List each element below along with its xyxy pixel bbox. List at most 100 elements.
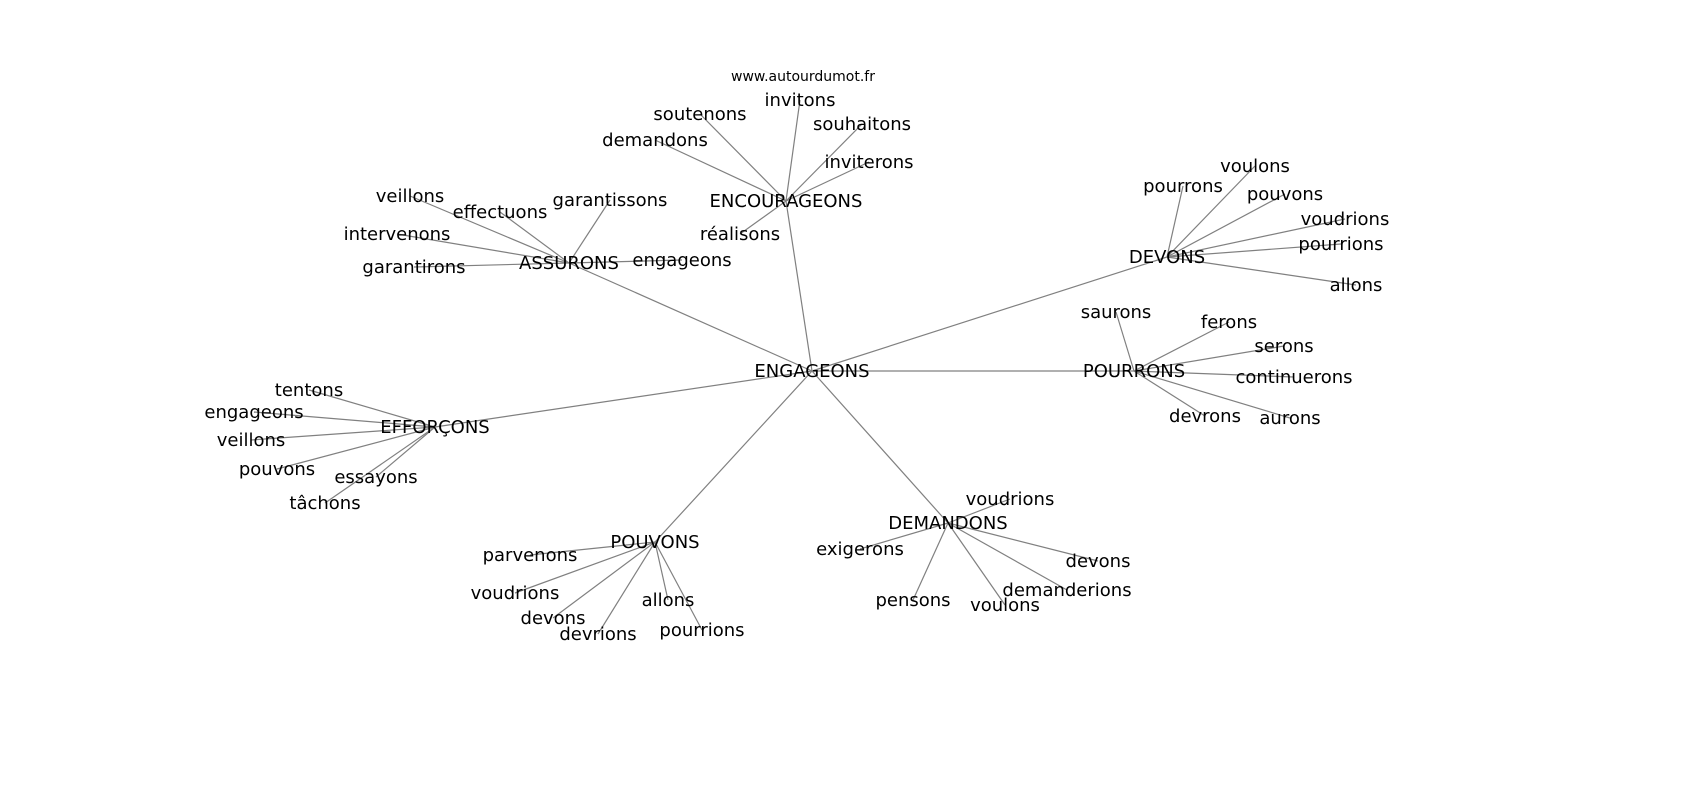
edge-hub-leaf: [785, 161, 870, 202]
leaf-node[interactable]: demanderions: [1002, 580, 1131, 601]
edge-hub-leaf: [654, 541, 669, 601]
hub-node[interactable]: DEVONS: [1129, 247, 1205, 268]
leaf-node[interactable]: devons: [1066, 551, 1131, 572]
leaf-node[interactable]: soutenons: [653, 104, 746, 125]
hub-node[interactable]: POURRONS: [1083, 361, 1185, 382]
edge-hub-leaf: [1166, 218, 1346, 258]
edge-center-hub: [568, 262, 813, 372]
edge-center-hub: [811, 256, 1168, 372]
edge-hub-leaf: [413, 262, 570, 268]
edge-center-hub: [811, 370, 949, 524]
leaf-node[interactable]: voudrions: [966, 489, 1055, 510]
edge-hub-leaf: [859, 522, 949, 550]
leaf-node[interactable]: garantirons: [362, 257, 465, 278]
leaf-node[interactable]: pensons: [875, 590, 950, 611]
edge-hub-leaf: [552, 541, 656, 619]
edge-hub-leaf: [276, 426, 436, 470]
edge-hub-leaf: [253, 411, 436, 428]
edge-hub-leaf: [785, 123, 863, 202]
edge-hub-leaf: [597, 541, 656, 635]
leaf-node[interactable]: serons: [1254, 336, 1313, 357]
leaf-node[interactable]: allons: [642, 590, 695, 611]
edge-hub-leaf: [1166, 165, 1256, 258]
leaf-node[interactable]: continuerons: [1235, 367, 1352, 388]
edge-hub-leaf: [1133, 345, 1285, 372]
edge-hub-leaf: [947, 522, 1006, 606]
edge-hub-leaf: [1115, 311, 1135, 372]
leaf-node[interactable]: veillons: [217, 430, 286, 451]
leaf-node[interactable]: engageons: [632, 250, 731, 271]
leaf-node[interactable]: tâchons: [289, 493, 360, 514]
edge-center-hub: [434, 370, 813, 428]
leaf-node[interactable]: devons: [521, 608, 586, 629]
edge-hub-leaf: [947, 498, 1011, 524]
leaf-node[interactable]: voudrions: [1301, 209, 1390, 230]
leaf-node[interactable]: intervenons: [344, 224, 451, 245]
edge-hub-leaf: [514, 541, 656, 594]
leaf-node[interactable]: pouvons: [239, 459, 315, 480]
leaf-node[interactable]: pourrons: [1143, 176, 1223, 197]
edge-hub-leaf: [947, 522, 1099, 562]
hub-node[interactable]: DEMANDONS: [888, 513, 1007, 534]
edge-hub-leaf: [1133, 370, 1291, 419]
leaf-node[interactable]: devrons: [1169, 406, 1241, 427]
leaf-node[interactable]: parvenons: [483, 545, 578, 566]
leaf-node[interactable]: pourrions: [1298, 234, 1383, 255]
leaf-node[interactable]: ferons: [1201, 312, 1257, 333]
edge-hub-leaf: [1166, 185, 1184, 258]
edge-hub-leaf: [1133, 321, 1230, 372]
edge-center-hub: [785, 200, 813, 372]
leaf-node[interactable]: exigerons: [816, 539, 904, 560]
leaf-node[interactable]: allons: [1330, 275, 1383, 296]
leaf-node[interactable]: pouvons: [1247, 184, 1323, 205]
edge-hub-leaf: [1166, 256, 1357, 286]
leaf-node[interactable]: tentons: [275, 380, 343, 401]
leaf-node[interactable]: aurons: [1259, 408, 1320, 429]
leaf-node[interactable]: souhaitons: [813, 114, 911, 135]
edge-hub-leaf: [568, 259, 683, 264]
leaf-node[interactable]: inviterons: [825, 152, 914, 173]
edge-hub-leaf: [739, 200, 787, 235]
edge-hub-leaf: [250, 426, 436, 441]
leaf-node[interactable]: voudrions: [471, 583, 560, 604]
edge-hub-leaf: [654, 139, 787, 202]
leaf-node[interactable]: devrions: [559, 624, 636, 645]
leaf-node[interactable]: voulons: [1220, 156, 1290, 177]
leaf-node[interactable]: effectuons: [453, 202, 548, 223]
edge-hub-leaf: [912, 522, 949, 601]
edge-hub-leaf: [308, 389, 436, 428]
leaf-node[interactable]: demandons: [602, 130, 708, 151]
edge-hub-leaf: [785, 99, 801, 202]
edge-hub-leaf: [1133, 370, 1295, 378]
leaf-node[interactable]: engageons: [204, 402, 303, 423]
leaf-node[interactable]: voulons: [970, 595, 1040, 616]
edge-hub-leaf: [409, 195, 570, 264]
leaf-node[interactable]: essayons: [334, 467, 417, 488]
edge-hub-leaf: [699, 113, 787, 202]
hub-node[interactable]: ASSURONS: [519, 253, 619, 274]
watermark: www.autourdumot.fr: [731, 69, 875, 85]
edge-center-hub: [654, 370, 813, 543]
hub-node[interactable]: ENCOURAGEONS: [710, 191, 863, 212]
edge-hub-leaf: [396, 233, 570, 264]
edge-hub-leaf: [324, 426, 436, 504]
edge-hub-leaf: [499, 211, 570, 264]
leaf-node[interactable]: saurons: [1081, 302, 1152, 323]
edge-hub-leaf: [568, 199, 611, 264]
edge-hub-leaf: [654, 541, 703, 631]
leaf-node[interactable]: réalisons: [700, 224, 780, 245]
leaf-node[interactable]: veillons: [376, 186, 445, 207]
hub-node[interactable]: EFFORÇONS: [380, 417, 490, 438]
edge-hub-leaf: [529, 541, 656, 556]
edge-hub-leaf: [1166, 193, 1286, 258]
edge-hub-leaf: [375, 426, 436, 478]
leaf-node[interactable]: garantissons: [553, 190, 668, 211]
leaf-node[interactable]: invitons: [765, 90, 836, 111]
edge-hub-leaf: [947, 522, 1068, 591]
hub-node[interactable]: POUVONS: [610, 532, 699, 553]
leaf-node[interactable]: pourrions: [659, 620, 744, 641]
edge-hub-leaf: [1133, 370, 1206, 417]
center-node[interactable]: ENGAGEONS: [754, 361, 869, 382]
